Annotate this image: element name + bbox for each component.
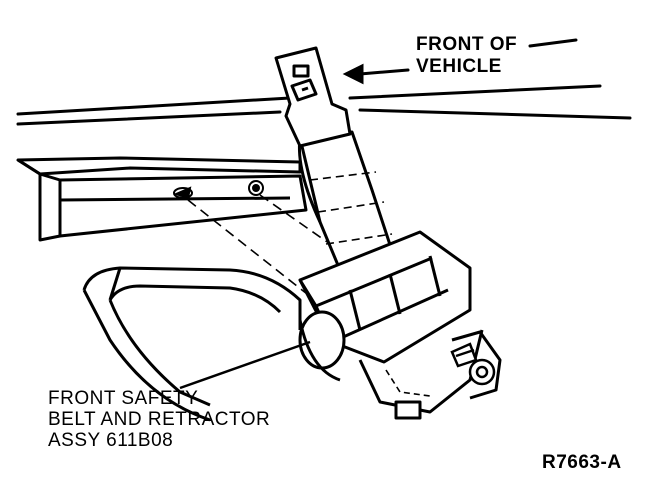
belt-assembly-line1: FRONT SAFETY <box>48 388 199 409</box>
floor-rail <box>16 156 308 242</box>
retractor-bolt <box>450 342 496 386</box>
anchor-slot <box>292 64 310 78</box>
belt-assembly-line3: ASSY 611B08 <box>48 430 174 451</box>
figure-id: R7663-A <box>542 452 622 473</box>
seat-cushion <box>82 266 302 422</box>
belt-assembly-line2: BELT AND RETRACTOR <box>48 409 271 430</box>
belt-assembly-label: FRONT SAFETY BELT AND RETRACTOR ASSY 611… <box>48 388 270 451</box>
front-of-vehicle-label: FRONT OF VEHICLE <box>416 34 517 78</box>
anchor-holes <box>173 180 264 200</box>
upper-anchor-tab <box>274 46 352 148</box>
callout-leader <box>179 340 311 390</box>
front-of-vehicle-line1: FRONT OF <box>416 34 518 55</box>
body-panel-lines <box>16 84 632 126</box>
front-of-vehicle-line2: VEHICLE <box>416 56 502 77</box>
retractor-housing <box>298 230 502 420</box>
front-of-vehicle-arrow <box>342 38 578 85</box>
